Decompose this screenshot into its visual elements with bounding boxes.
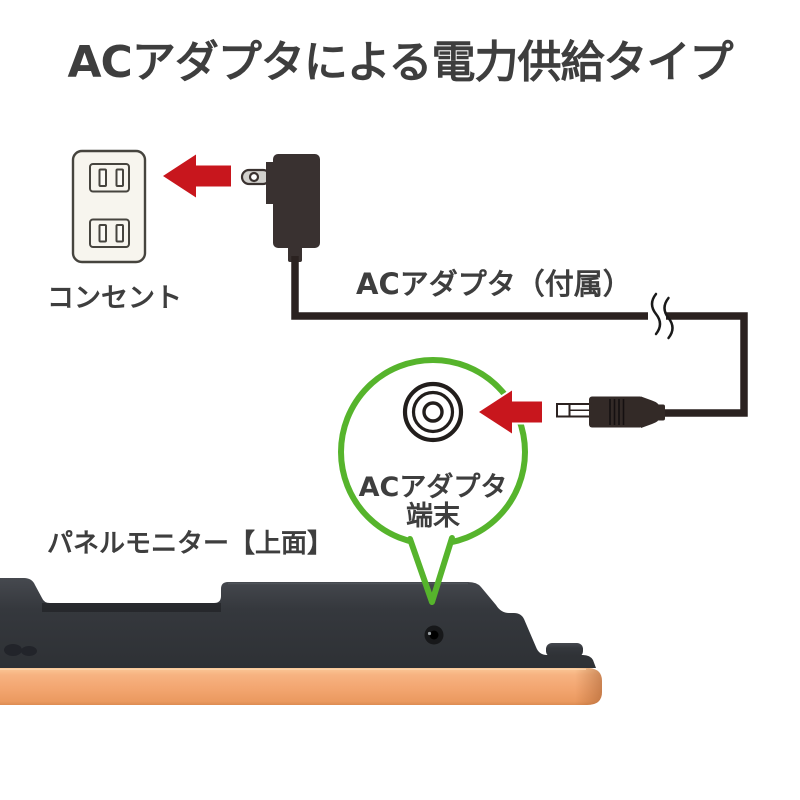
dc-plug-icon <box>556 396 665 428</box>
panel-monitor-label: パネルモニター【上面】 <box>47 529 334 559</box>
monitor-foot <box>21 646 37 656</box>
left-arrow-icon <box>475 386 544 438</box>
power-jack-hole-icon <box>424 625 444 645</box>
monitor-groove <box>42 603 221 612</box>
monitor-nub <box>546 643 583 657</box>
terminal-label-line2: 端末 <box>406 501 460 532</box>
dc-jack-front-icon <box>402 381 464 443</box>
ac-adapter-icon <box>240 154 320 262</box>
left-arrow-icon <box>159 150 233 202</box>
monitor-foot <box>4 644 22 656</box>
panel-monitor-icon <box>0 578 602 705</box>
page-title: ACアダプタによる電力供給タイプ <box>67 37 733 88</box>
monitor-orange-edge <box>0 668 602 705</box>
wall-outlet-icon <box>71 149 147 264</box>
monitor-body <box>0 578 596 668</box>
outlet-label: コンセント <box>47 283 182 314</box>
callout-bubble-icon <box>338 357 528 605</box>
terminal-label-line1: ACアダプタ <box>358 472 508 503</box>
adapter-label: ACアダプタ（付属） <box>356 267 632 301</box>
power-cable-icon <box>291 256 748 417</box>
cable-break-icon <box>648 292 674 340</box>
